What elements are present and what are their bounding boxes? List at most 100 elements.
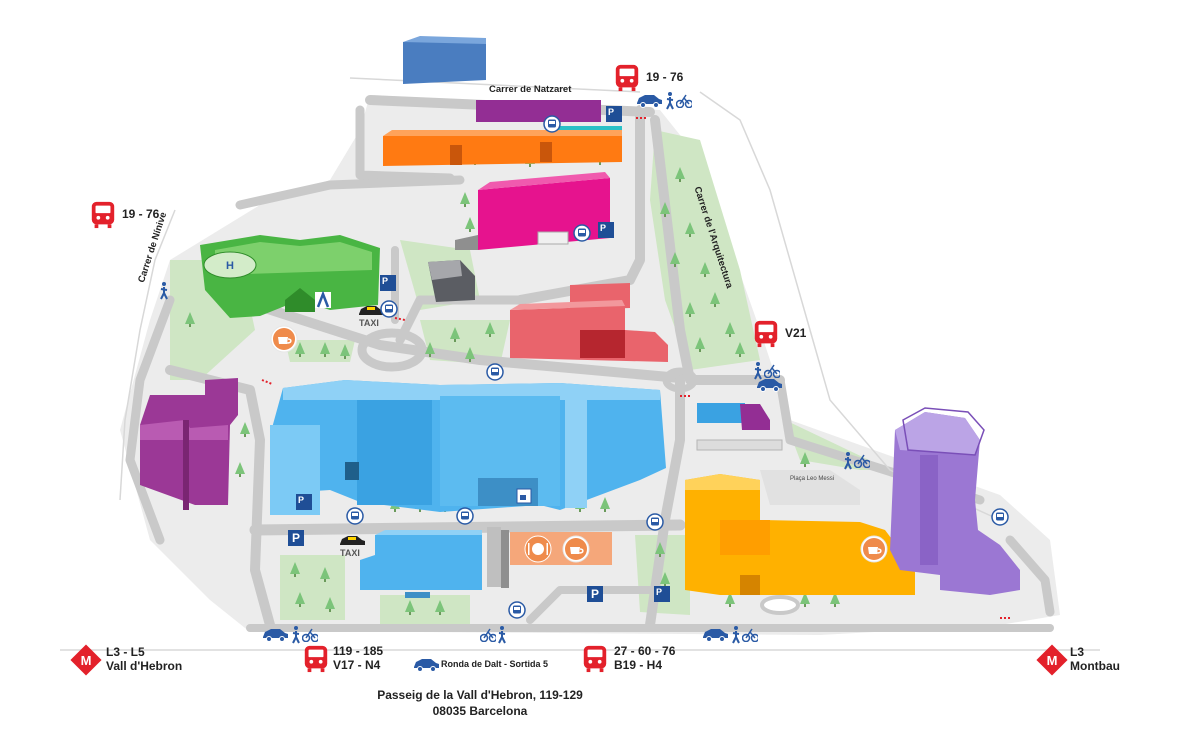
building-yellow <box>685 474 915 595</box>
bus-stop-icon <box>91 201 115 229</box>
bus-stop-icon[interactable] <box>456 507 474 525</box>
bus-stop-icon <box>304 645 328 673</box>
access-east <box>752 362 788 392</box>
building-blue-main <box>270 380 666 515</box>
building-purple-left <box>140 378 238 510</box>
roundabout <box>357 328 427 372</box>
taxi-label: TAXI <box>359 318 379 328</box>
roundabout <box>662 367 698 393</box>
bicycle-icon <box>854 454 870 468</box>
building-top-blue <box>403 36 486 84</box>
road-exit[interactable]: Ronda de Dalt - Sortida 5 <box>413 658 583 674</box>
access-north <box>636 92 696 110</box>
cafe-icon[interactable] <box>860 535 888 563</box>
bus-stop-icon[interactable] <box>991 508 1009 526</box>
address-line-1: Passeig de la Vall d'Hebron, 119-129 <box>377 688 583 702</box>
bus-stop-icon[interactable] <box>543 115 561 133</box>
metro-station: Vall d'Hebron <box>106 659 183 673</box>
cafe-icon[interactable] <box>270 325 298 353</box>
metro-vall-hebron[interactable]: L3 - L5 Vall d'Hebron <box>70 644 200 676</box>
bicycle-icon <box>764 364 780 378</box>
building-orange-north <box>383 130 622 166</box>
accessible-parking-north[interactable]: P <box>606 106 622 122</box>
metro-montbau[interactable]: L3 Montbau <box>1036 644 1136 676</box>
external-streets <box>60 77 1100 651</box>
building-blue-east-small <box>696 403 783 451</box>
taxi-stand-north[interactable]: TAXI <box>356 305 386 331</box>
car-icon <box>636 94 662 108</box>
accessible-parking-icon: P <box>600 223 607 233</box>
accessible-parking-blue[interactable]: P <box>296 494 312 510</box>
bus-lines: V21 <box>785 326 807 340</box>
accessible-parking-magenta[interactable]: P <box>598 222 614 238</box>
restaurant-icon[interactable] <box>524 535 552 563</box>
bus-stop-icon[interactable] <box>380 300 398 318</box>
pedestrian-icon <box>498 626 506 644</box>
bus-stop-icon <box>615 64 639 92</box>
car-icon <box>702 628 728 642</box>
accessible-parking-icon: P <box>608 107 615 117</box>
access-west <box>158 282 174 300</box>
bicycle-icon <box>742 628 758 642</box>
emergency-entrance-icon[interactable] <box>314 291 332 309</box>
building-grey <box>428 260 475 302</box>
access-southwest <box>262 626 322 644</box>
bus-stop-south-2[interactable]: 27 - 60 - 76 B19 - H4 <box>582 644 692 675</box>
svg-text:H: H <box>226 260 234 272</box>
pedestrian-icon <box>160 282 168 300</box>
bus-stop-icon[interactable] <box>346 507 364 525</box>
pedestrian-icon <box>666 92 674 110</box>
pedestrian-icon <box>292 626 300 644</box>
parking-south[interactable]: P <box>587 586 603 602</box>
bus-lines: 19 - 76 <box>122 207 160 221</box>
coffee-machine-icon[interactable] <box>516 488 532 504</box>
taxi-icon <box>340 536 365 545</box>
access-south <box>480 626 510 644</box>
accessible-parking-green[interactable]: P <box>380 275 396 291</box>
bus-lines: 119 - 185 <box>333 644 384 658</box>
parking-west[interactable]: P <box>288 530 304 546</box>
bus-stop-north[interactable]: 19 - 76 <box>614 64 694 92</box>
building-red <box>510 283 668 362</box>
taxi-stand-south[interactable]: TAXI <box>337 535 367 561</box>
accessible-parking-icon: P <box>382 276 389 286</box>
bus-lines: V17 - N4 <box>333 658 381 672</box>
access-southeast <box>842 452 872 470</box>
bus-lines: 27 - 60 - 76 <box>614 644 676 658</box>
building-green: H <box>200 235 380 318</box>
accessible-parking-south[interactable]: P <box>654 586 670 602</box>
accessible-parking-icon: P <box>298 495 305 505</box>
address-line-2: 08035 Barcelona <box>432 704 528 718</box>
accessible-parking-icon: P <box>656 587 663 597</box>
metro-station: Montbau <box>1070 659 1120 673</box>
bicycle-icon <box>676 94 692 108</box>
car-icon <box>262 628 288 642</box>
bus-stop-icon <box>583 645 607 673</box>
bus-stop-icon[interactable] <box>573 224 591 242</box>
metro-lines: L3 <box>1070 645 1085 659</box>
street-name-north: Carrer de Natzaret <box>489 84 572 95</box>
access-south-east <box>702 626 762 644</box>
plaza <box>760 470 860 505</box>
building-blue-south <box>360 530 482 598</box>
car-icon <box>756 378 782 392</box>
bus-stop-south-1[interactable]: 119 - 185 V17 - N4 <box>303 644 403 675</box>
bus-stop-east[interactable]: V21 <box>753 320 823 348</box>
pedestrian-icon <box>732 626 740 644</box>
road-exit-label: Ronda de Dalt - Sortida 5 <box>441 659 549 669</box>
bus-stop-icon[interactable] <box>486 363 504 381</box>
plaza-label: Plaça Leo Messi <box>790 476 835 482</box>
bus-stop-icon[interactable] <box>508 601 526 619</box>
metro-lines: L3 - L5 <box>106 645 145 659</box>
metro-icon <box>1036 644 1068 676</box>
bus-stop-west[interactable]: 19 - 76 <box>90 201 170 229</box>
bicycle-icon <box>302 628 318 642</box>
access-barriers <box>261 117 1012 619</box>
metro-icon <box>70 644 102 676</box>
bus-lines: B19 - H4 <box>614 658 663 672</box>
car-icon <box>413 658 439 672</box>
bus-stop-icon[interactable] <box>646 513 664 531</box>
cafe-icon[interactable] <box>562 535 590 563</box>
pedestrian-icon <box>844 452 852 470</box>
